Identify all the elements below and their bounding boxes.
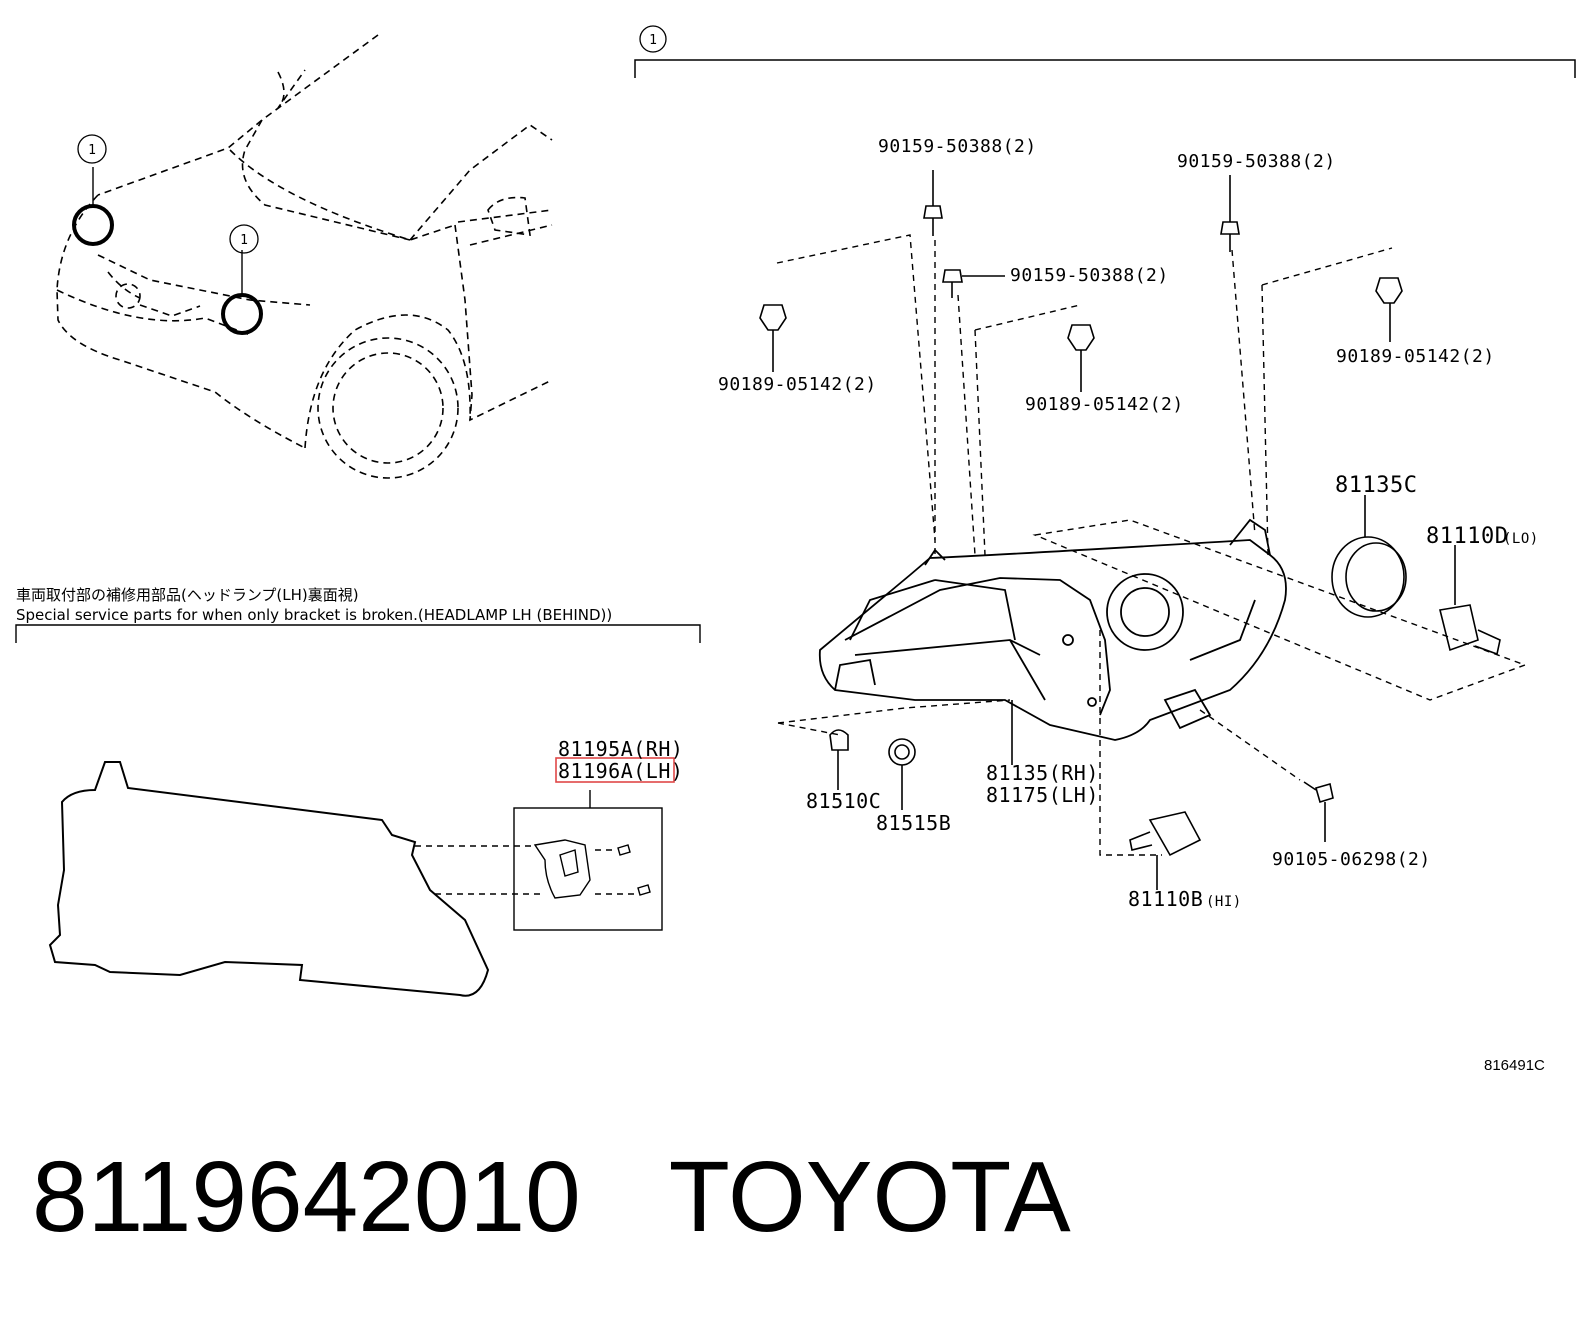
fastener-screw-a [923, 170, 943, 236]
car-callout-markers [72, 134, 263, 335]
diagram-code: 816491C [1484, 1057, 1545, 1074]
car-front-illustration [56, 34, 553, 479]
label-clip-b: 90189-05142(2) [1025, 394, 1184, 415]
callout-one-left: 1 [88, 143, 96, 158]
fastener-clip-b [1067, 324, 1095, 392]
socket-81515b [888, 738, 916, 810]
label-bulb-hi-note: (HI) [1206, 894, 1242, 910]
bulb-hi [1129, 811, 1202, 890]
label-bracket-lh: 81196A(LH) [558, 759, 683, 783]
label-bracket-rh: 81195A(RH) [558, 737, 683, 761]
label-bulb-lo: 81110D [1426, 524, 1508, 549]
bracket-detail-box [513, 790, 663, 931]
label-lamp-lh: 81175(LH) [986, 783, 1099, 807]
part-number: 8119642010 [32, 1141, 581, 1253]
label-screw-b: 90159-50388(2) [1177, 151, 1336, 172]
bracket-leaders [415, 845, 635, 895]
highlight-box [555, 757, 675, 783]
fastener-screw-c [942, 269, 1005, 298]
headlamp-lh-behind-outline [48, 761, 490, 997]
fastener-screw-b [1220, 175, 1240, 252]
label-lamp-rh: 81135(RH) [986, 761, 1099, 785]
fastener-clip-c [1375, 277, 1403, 342]
callout-texts: 1 1 1 [88, 33, 657, 248]
service-section-bracket [15, 624, 701, 643]
label-clip-c: 90189-05142(2) [1336, 346, 1495, 367]
fastener-clip-a [759, 304, 787, 372]
label-screw-c: 90159-50388(2) [1010, 265, 1169, 286]
label-socket-c: 81510C [806, 789, 881, 813]
label-screw-a: 90159-50388(2) [878, 136, 1037, 157]
cover-81135c [1331, 495, 1407, 618]
section-header-en: Special service parts for when only brac… [16, 606, 612, 624]
label-bulb-hi: 81110B [1128, 887, 1203, 911]
leader-lines [776, 234, 1528, 856]
part-labels: 90159-50388(2) 90159-50388(2) 90159-5038… [558, 136, 1539, 911]
bolt-90105 [1303, 781, 1334, 842]
callout-one-center: 1 [240, 233, 248, 248]
section-header-jp: 車両取付部の補修用部品(ヘッドランプ(LH)裏面視) [16, 586, 359, 604]
bulb-lo [1439, 545, 1501, 656]
brand-name: TOYOTA [668, 1141, 1071, 1253]
callout-one-top: 1 [649, 33, 657, 48]
label-clip-a: 90189-05142(2) [718, 374, 877, 395]
label-cover: 81135C [1335, 473, 1417, 498]
assembly-bracket [634, 25, 1576, 78]
headlamp-assembly [818, 518, 1287, 741]
socket-81510c [829, 729, 849, 790]
label-bolt: 90105-06298(2) [1272, 849, 1431, 870]
label-bulb-lo-note: (LO) [1503, 531, 1539, 547]
part-title: 8119642010 TOYOTA [32, 1142, 1159, 1252]
label-socket-b: 81515B [876, 811, 951, 835]
